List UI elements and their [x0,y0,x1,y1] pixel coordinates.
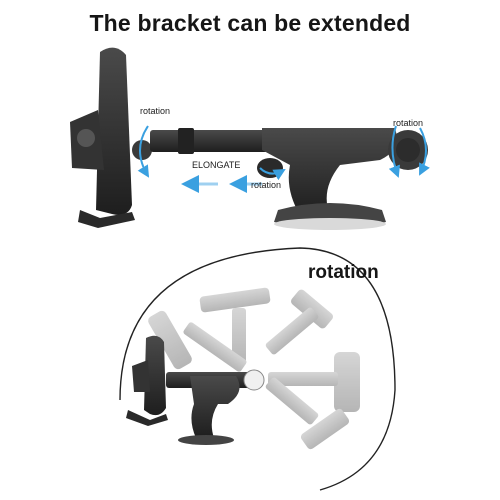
rotation-arrows-top [137,125,430,181]
extended-mount [70,47,428,230]
rotation-label-left: rotation [140,106,171,116]
rotation-label-right: rotation [393,118,424,128]
rotation-label-mid: rotation [251,180,282,190]
mount-base [262,128,397,215]
cradle-foot [78,210,135,228]
rotation-label-large: rotation [308,262,379,283]
extension-arm [150,130,268,152]
rotation-arc [119,247,396,491]
ghost-positions [148,287,360,450]
cradle-back [96,47,132,215]
ball-joint [132,140,152,160]
headline: The bracket can be extended [89,10,411,36]
elongate-label: ELONGATE [192,160,241,170]
rotated-mount [126,335,265,445]
rotation-illustration [119,247,396,491]
pivot-highlight [243,369,265,391]
